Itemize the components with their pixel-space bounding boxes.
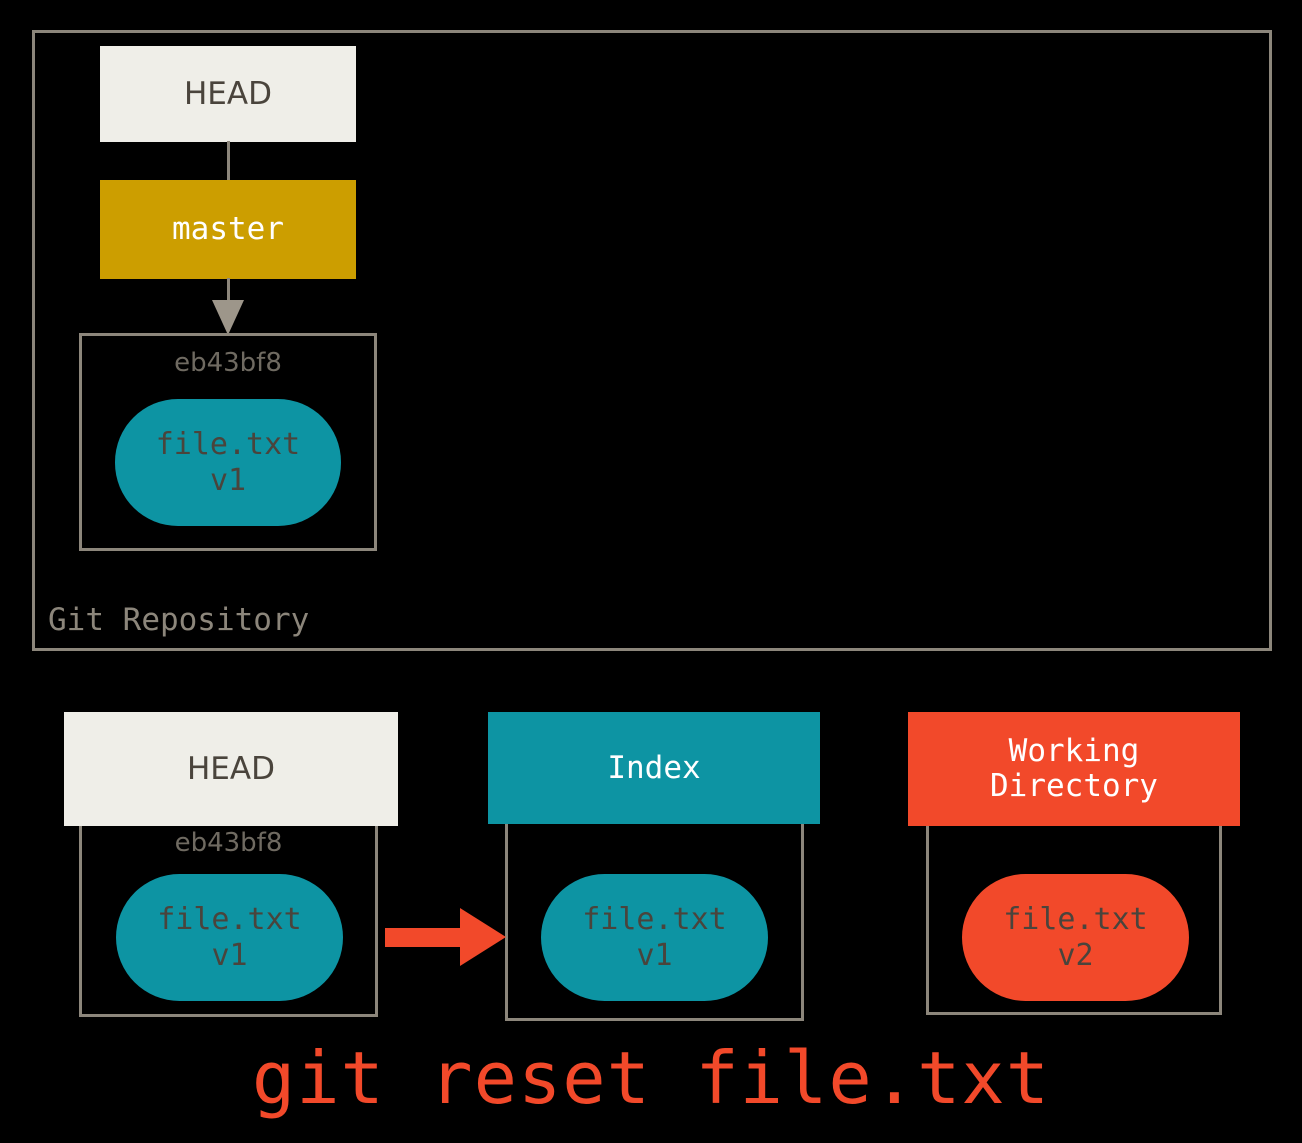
index-blob-version: v1 [636,937,673,973]
wd-blob-filename: file.txt [1003,902,1148,938]
head-column-frame [79,823,378,1017]
index-blob-filename: file.txt [582,902,727,938]
working-directory-column-header: Working Directory [908,712,1240,826]
head-blob-version: v1 [211,937,248,973]
master-to-commit-connector [227,278,230,306]
command-caption: git reset file.txt [251,1036,1051,1120]
working-directory-header-line1: Working [1008,733,1140,770]
commit-blob-version: v1 [209,462,247,498]
master-branch-box: master [100,180,356,279]
head-pointer-box: HEAD [100,46,356,142]
head-column-blob: file.txt v1 [116,874,343,1001]
index-column-header: Index [488,712,820,824]
working-directory-column-frame [926,823,1222,1015]
commit-box [79,333,377,551]
reset-arrow-icon [460,908,506,966]
working-directory-header-line2: Directory [990,768,1158,804]
commit-blob-filename: file.txt [155,427,301,463]
head-column-sha-label: eb43bf8 [174,828,283,858]
index-column-frame [505,823,804,1021]
commit-blob: file.txt v1 [115,399,341,526]
down-arrow-icon [212,300,244,335]
wd-blob-version: v2 [1057,937,1094,973]
head-blob-filename: file.txt [157,902,302,938]
git-repository-label: Git Repository [48,602,310,638]
reset-arrow-shaft [385,928,475,947]
index-column-blob: file.txt v1 [541,874,768,1001]
working-directory-column-blob: file.txt v2 [962,874,1189,1001]
git-repository-frame [32,30,1272,651]
head-to-master-connector [227,141,230,181]
head-column-header: HEAD [64,712,398,826]
commit-sha-label: eb43bf8 [174,348,282,378]
